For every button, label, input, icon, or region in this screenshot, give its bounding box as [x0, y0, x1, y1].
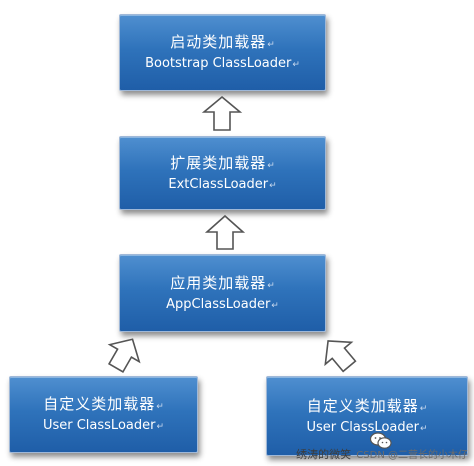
- paragraph-mark: ↵: [271, 300, 279, 311]
- bootstrap-subtitle: Bootstrap ClassLoader: [145, 56, 292, 72]
- paragraph-mark: ↵: [156, 402, 164, 413]
- paragraph-mark: ↵: [267, 280, 275, 291]
- app-title: 应用类加载器: [170, 273, 267, 292]
- paragraph-mark: ↵: [292, 60, 300, 71]
- hollow-arrow-icon: [107, 338, 141, 373]
- app-classloader-box: 应用类加载器↵ AppClassLoader↵: [119, 254, 326, 332]
- paragraph-mark: ↵: [269, 180, 277, 191]
- paragraph-mark: ↵: [419, 403, 428, 414]
- user-right-subtitle: User ClassLoader: [306, 419, 419, 435]
- user-left-subtitle: User ClassLoader: [42, 418, 156, 434]
- paragraph-mark: ↵: [267, 40, 275, 51]
- watermark-brand: 绣涛的微笑: [296, 448, 352, 461]
- ext-subtitle: ExtClassLoader: [168, 176, 269, 192]
- paragraph-mark: ↵: [419, 423, 428, 434]
- hollow-arrow-icon: [201, 95, 243, 131]
- paragraph-mark: ↵: [156, 422, 165, 433]
- hollow-arrow-icon: [204, 214, 246, 250]
- wechat-logo-icon: [370, 432, 392, 449]
- paragraph-mark: ↵: [267, 160, 275, 171]
- bootstrap-classloader-box: 启动类加载器↵ Bootstrap ClassLoader↵: [119, 14, 326, 91]
- ext-title: 扩展类加载器: [170, 153, 267, 172]
- watermark: 绣涛的微笑 CSDN @二营长的小木仔: [296, 446, 468, 462]
- user-classloader-box-right: 自定义类加载器↵ User ClassLoader↵: [266, 376, 468, 456]
- hollow-arrow-icon: [324, 340, 357, 373]
- app-subtitle: AppClassLoader: [166, 296, 271, 312]
- user-right-title: 自定义类加载器: [306, 396, 419, 415]
- watermark-text: CSDN @二营长的小木仔: [356, 450, 468, 461]
- user-left-title: 自定义类加载器: [43, 395, 156, 414]
- user-classloader-box-left: 自定义类加载器↵ User ClassLoader↵: [9, 376, 198, 453]
- ext-classloader-box: 扩展类加载器↵ ExtClassLoader↵: [119, 136, 326, 210]
- bootstrap-title: 启动类加载器: [170, 33, 267, 52]
